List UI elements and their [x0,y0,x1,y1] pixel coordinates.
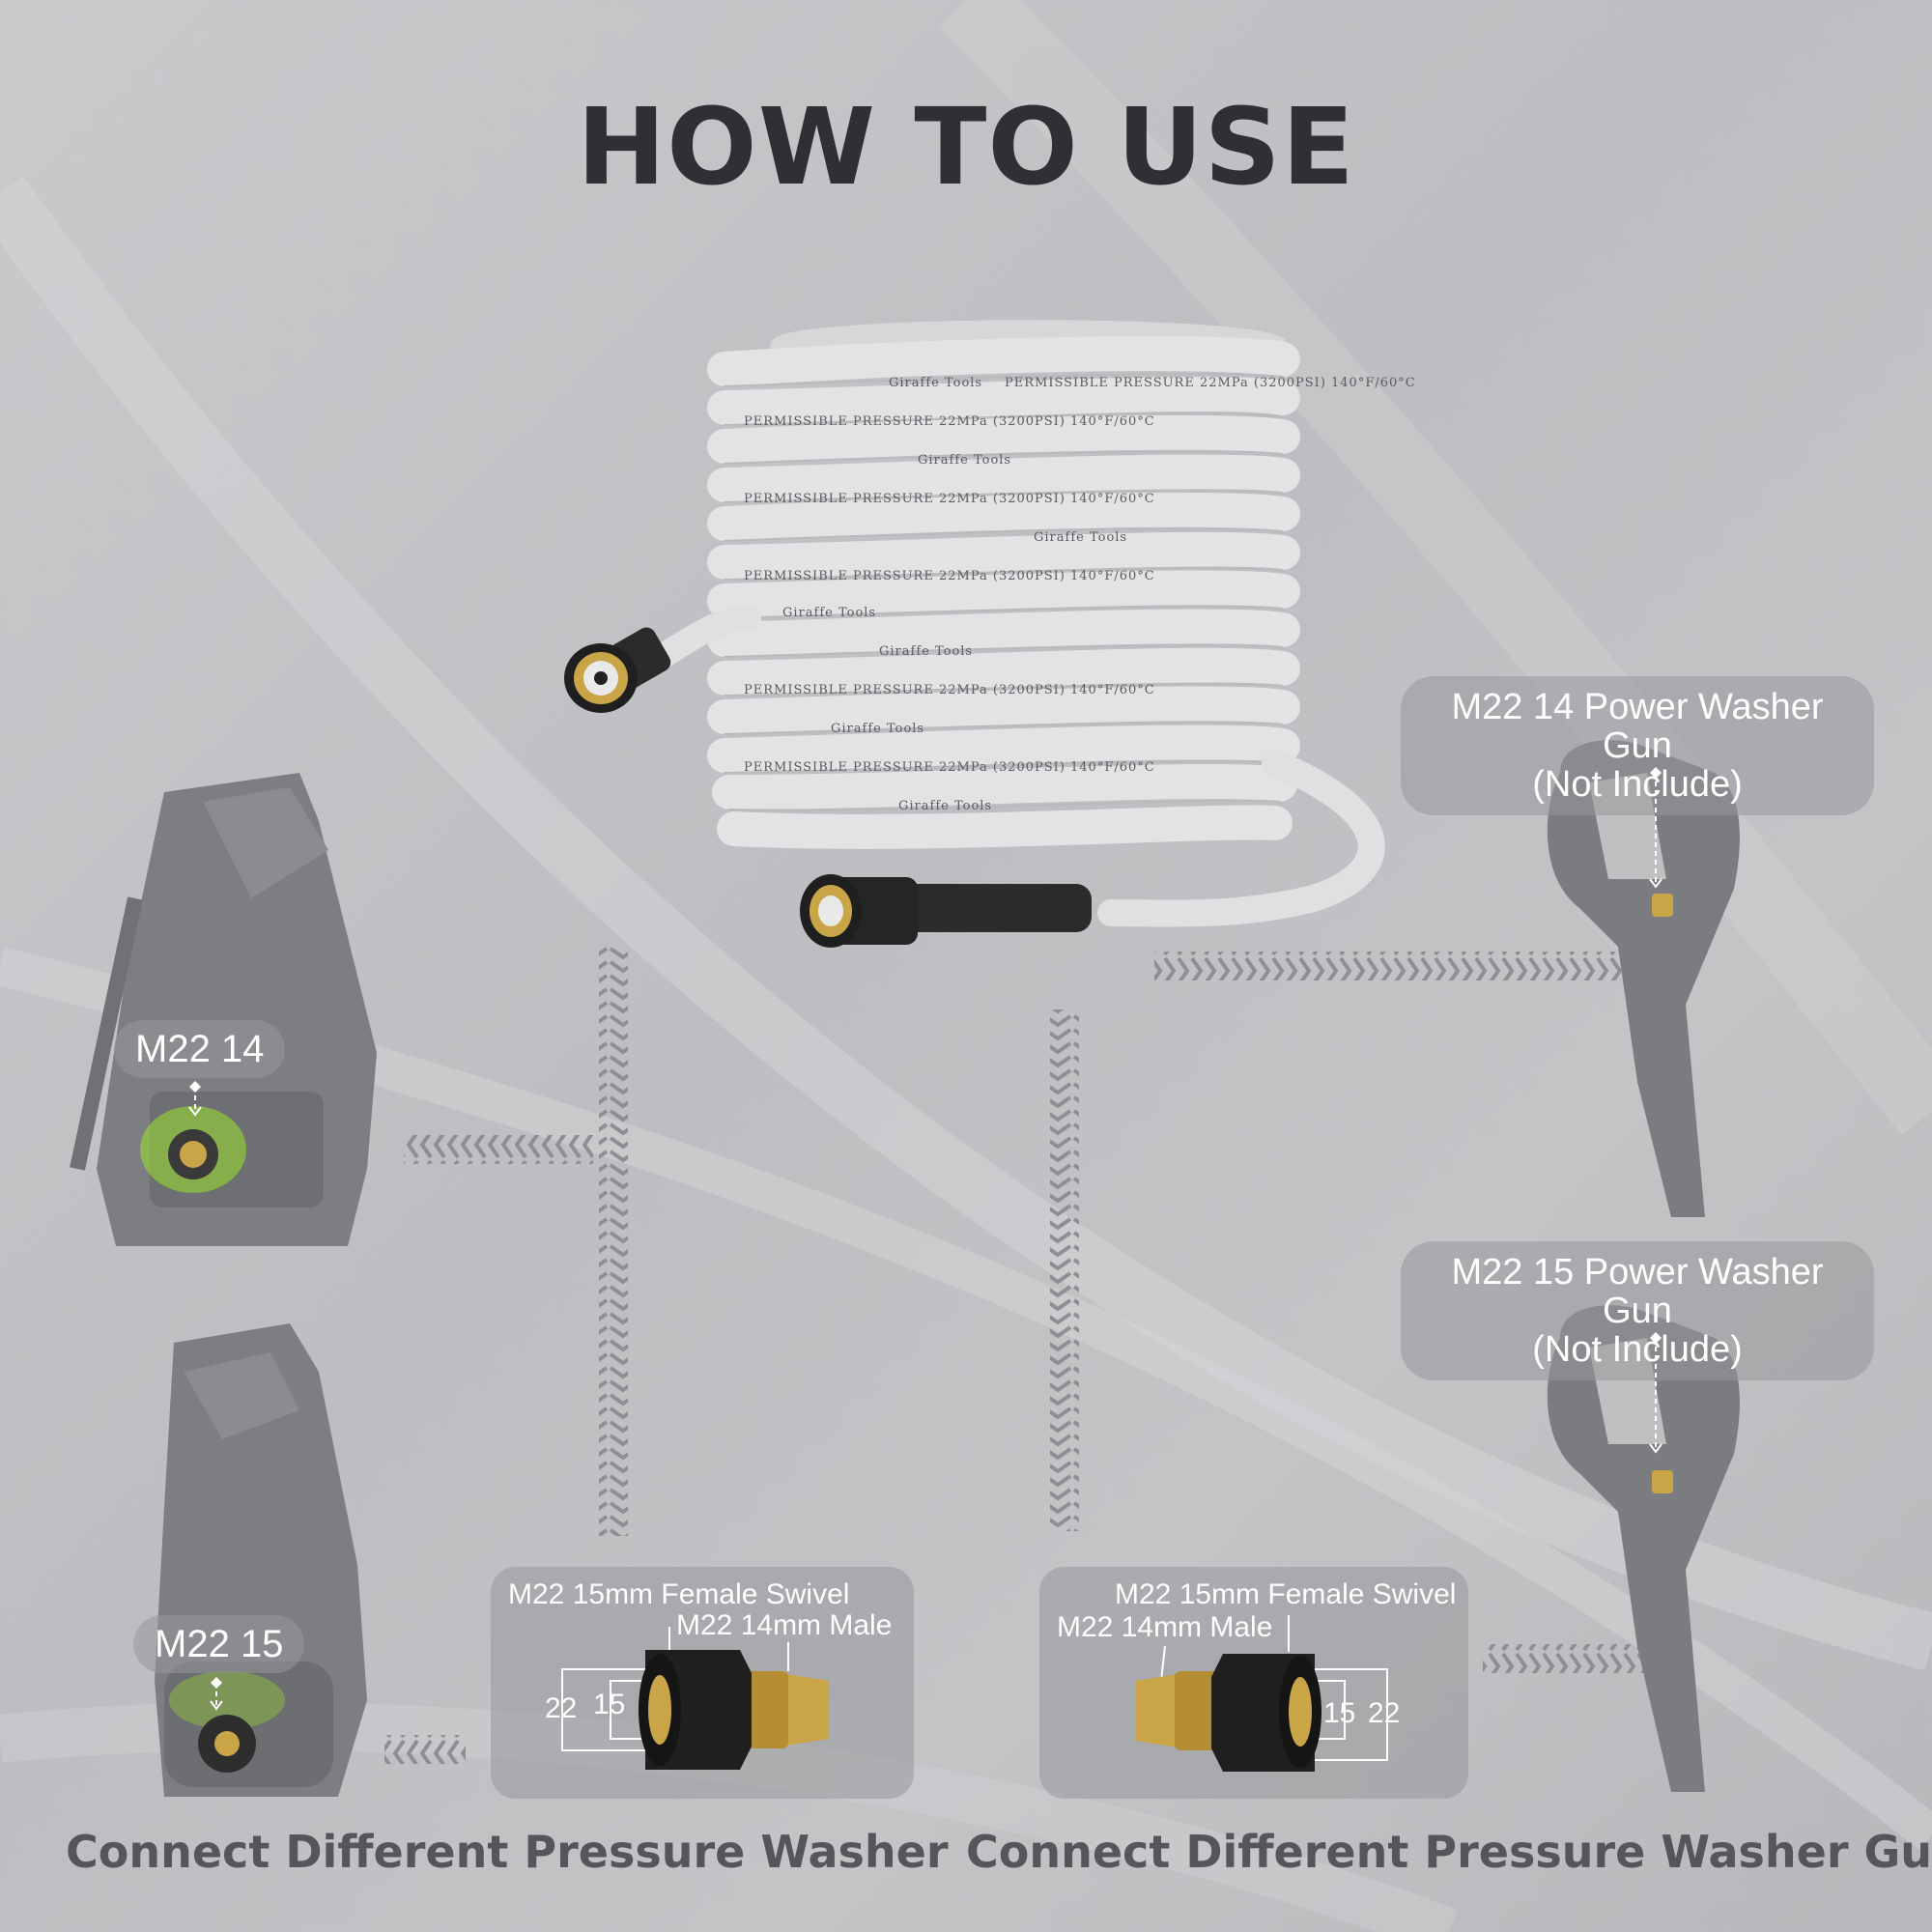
hose-pressure-print: PERMISSIBLE PRESSURE 22MPa (3200PSI) 140… [744,414,1155,429]
gun-m22-15-label: M22 15 Power Washer Gun (Not Include) [1401,1241,1874,1380]
washer-port-m22-14-label: M22 14 [114,1020,286,1078]
adapter-right-image [1136,1615,1388,1772]
adapter-male-label: M22 14mm Male [1057,1611,1273,1643]
hose-pressure-print: PERMISSIBLE PRESSURE 22MPa (3200PSI) 140… [1005,376,1416,390]
pressure-washer-m22-15-silhouette [155,1323,367,1797]
left-hose-fitting [564,627,671,713]
adapter-left-image [561,1627,829,1770]
adapter-dim-outer: 22 [1368,1697,1401,1729]
adapter-dim-outer: 22 [545,1692,578,1724]
gun-m22-14-label: M22 14 Power Washer Gun (Not Include) [1401,676,1874,815]
right-hose-fitting [800,874,1092,948]
hose-brand-print: Giraffe Tools [889,376,982,390]
caption-connect-washer-gun: Connect Different Pressure Washer Gun [966,1826,1932,1878]
gun-label-line: M22 14 Power Washer Gun [1451,687,1824,766]
page-title: HOW TO USE [577,85,1355,209]
hose-brand-print: Giraffe Tools [918,453,1011,468]
washer-port-m22-15-label: M22 15 [133,1615,305,1673]
adapter-female-label: M22 15mm Female Swivel [508,1578,850,1610]
hose-pressure-print: PERMISSIBLE PRESSURE 22MPa (3200PSI) 140… [744,569,1155,583]
adapter-female-label: M22 15mm Female Swivel [1115,1578,1457,1610]
hose-brand-print: Giraffe Tools [831,722,924,736]
gun-label-line: M22 15 Power Washer Gun [1451,1252,1824,1331]
adapter-dim-inner: 15 [593,1689,626,1720]
caption-connect-washer: Connect Different Pressure Washer [66,1826,949,1878]
gun-label-note: (Not Include) [1532,764,1743,805]
hose-brand-print: Giraffe Tools [898,799,992,813]
hose-pressure-print: PERMISSIBLE PRESSURE 22MPa (3200PSI) 140… [744,683,1155,697]
adapter-panel-right: M22 15mm Female Swivel M22 14mm Male 15 … [1039,1567,1468,1799]
coiled-hose-image: Giraffe Tools PERMISSIBLE PRESSURE 22MPa… [564,320,1416,948]
hose-pressure-print: PERMISSIBLE PRESSURE 22MPa (3200PSI) 140… [744,760,1155,775]
adapter-dim-inner: 15 [1323,1697,1356,1729]
gun-label-note: (Not Include) [1532,1329,1743,1370]
hose-brand-print: Giraffe Tools [879,644,973,659]
hose-brand-print: Giraffe Tools [782,606,876,620]
pressure-washer-m22-14-silhouette [70,773,377,1246]
hose-brand-print: Giraffe Tools [1034,530,1127,545]
adapter-panel-left: M22 15mm Female Swivel M22 14mm Male 22 … [491,1567,914,1799]
adapter-male-label: M22 14mm Male [676,1609,893,1641]
hose-pressure-print: PERMISSIBLE PRESSURE 22MPa (3200PSI) 140… [744,492,1155,506]
